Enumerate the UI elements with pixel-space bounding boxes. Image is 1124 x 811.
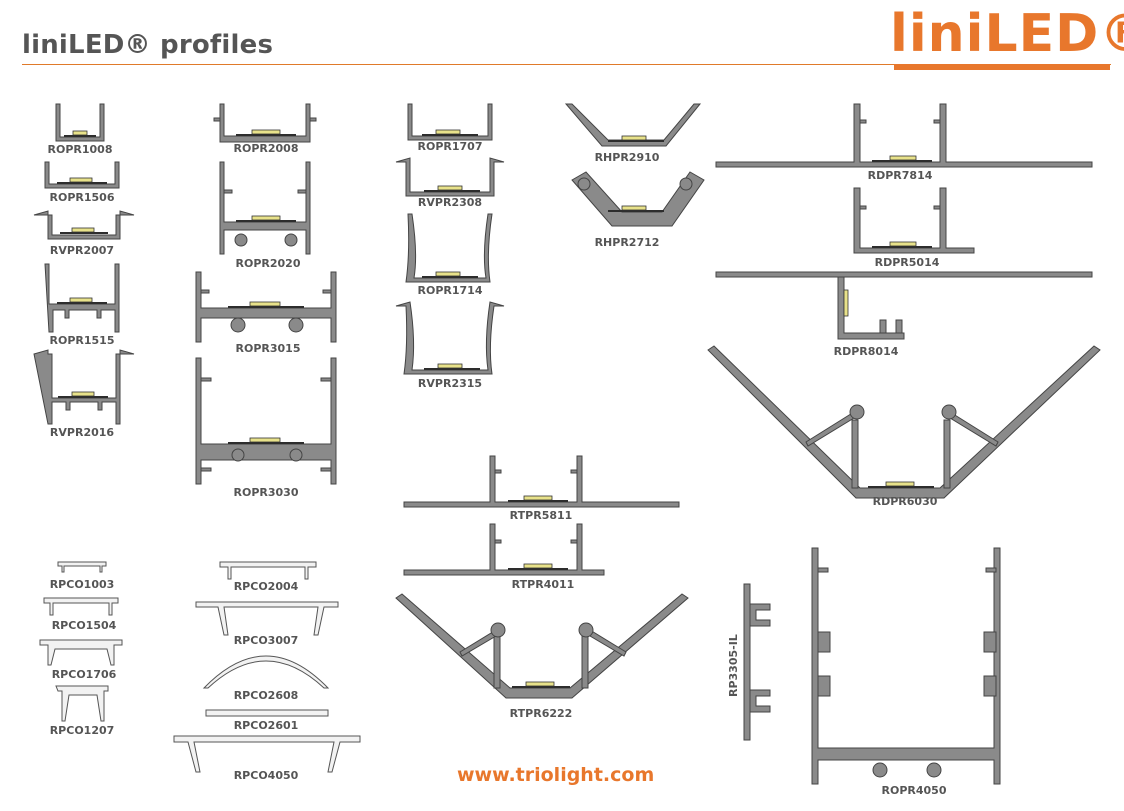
label-ropr1008: ROPR1008 <box>47 143 113 156</box>
label-ropr1707: ROPR1707 <box>417 140 483 153</box>
logo-underline <box>894 64 1110 70</box>
label-rpco2601: RPCO2601 <box>233 719 299 732</box>
label-rvpr2007: RVPR2007 <box>49 244 115 257</box>
label-rvpr2315: RVPR2315 <box>417 377 483 390</box>
label-rpco2608: RPCO2608 <box>233 689 299 702</box>
profile-rdpr6030 <box>707 345 1101 499</box>
profile-ropr1515 <box>44 263 120 333</box>
cover-rpco1504 <box>43 597 119 616</box>
cover-rpco3007 <box>195 601 339 636</box>
profile-rtpr4011 <box>403 523 605 576</box>
label-rp3305il: RP3305-IL <box>727 634 740 697</box>
profile-ropr1714 <box>405 213 493 283</box>
label-rpco2004: RPCO2004 <box>233 580 299 593</box>
profile-rdpr7814 <box>715 103 1093 168</box>
label-ropr1515: ROPR1515 <box>49 334 115 347</box>
title-divider <box>22 64 1111 65</box>
profile-rtpr6222 <box>395 593 689 699</box>
logo-text: liniLED® <box>890 4 1124 64</box>
cover-rpco2608 <box>202 655 330 689</box>
cover-rpco4050 <box>173 735 361 773</box>
profile-ropr2008 <box>213 103 317 143</box>
label-ropr2008: ROPR2008 <box>233 142 299 155</box>
label-rvpr2016: RVPR2016 <box>49 426 115 439</box>
label-rtpr5811: RTPR5811 <box>509 509 573 522</box>
cover-rpco1207 <box>55 685 109 722</box>
profile-ropr1707 <box>407 103 493 141</box>
label-rdpr7814: RDPR7814 <box>867 169 933 182</box>
brand-logo: liniLED® <box>890 4 1124 70</box>
cover-rpco2004 <box>219 561 317 580</box>
profile-rhpr2910 <box>564 103 702 147</box>
website-url: www.triolight.com <box>457 764 655 786</box>
label-rdpr8014: RDPR8014 <box>833 345 899 358</box>
profile-ropr3030 <box>195 357 337 485</box>
label-rdpr5014: RDPR5014 <box>874 256 940 269</box>
profile-rvpr2315 <box>395 301 505 375</box>
label-rtpr4011: RTPR4011 <box>511 578 575 591</box>
label-ropr2020: ROPR2020 <box>235 257 301 270</box>
profile-rvpr2016 <box>33 349 135 425</box>
profile-ropr2020 <box>219 161 311 255</box>
cover-rpco1706 <box>39 639 123 666</box>
profile-ropr3015 <box>195 271 337 343</box>
label-rtpr6222: RTPR6222 <box>509 707 573 720</box>
profile-rvpr2007 <box>33 210 135 240</box>
profile-ropr1506 <box>44 161 120 189</box>
label-rpco1207: RPCO1207 <box>49 724 115 737</box>
label-ropr3030: ROPR3030 <box>233 486 299 499</box>
label-rpco4050: RPCO4050 <box>233 769 299 782</box>
profile-rvpr2308 <box>395 157 505 197</box>
label-rpco1504: RPCO1504 <box>51 619 117 632</box>
profile-ropr1008 <box>55 103 105 142</box>
profile-rtpr5811 <box>403 455 680 508</box>
label-rhpr2910: RHPR2910 <box>594 151 660 164</box>
label-rpco1003: RPCO1003 <box>49 578 115 591</box>
label-rdpr6030: RDPR6030 <box>872 495 938 508</box>
cover-rpco2601 <box>205 709 329 717</box>
page-title: liniLED® profiles <box>22 30 274 60</box>
cover-rpco1003 <box>57 561 107 573</box>
label-ropr1714: ROPR1714 <box>417 284 483 297</box>
label-rpco1706: RPCO1706 <box>51 668 117 681</box>
label-ropr4050: ROPR4050 <box>881 784 947 797</box>
label-rhpr2712: RHPR2712 <box>594 236 660 249</box>
profile-rhpr2712 <box>571 171 705 227</box>
label-ropr3015: ROPR3015 <box>235 342 301 355</box>
profile-ropr4050 <box>811 547 1001 785</box>
profile-rdpr8014 <box>715 271 1093 340</box>
profile-rp3305il <box>743 583 771 741</box>
label-rpco3007: RPCO3007 <box>233 634 299 647</box>
label-ropr1506: ROPR1506 <box>49 191 115 204</box>
label-rvpr2308: RVPR2308 <box>417 196 483 209</box>
profile-rdpr5014 <box>853 187 975 254</box>
